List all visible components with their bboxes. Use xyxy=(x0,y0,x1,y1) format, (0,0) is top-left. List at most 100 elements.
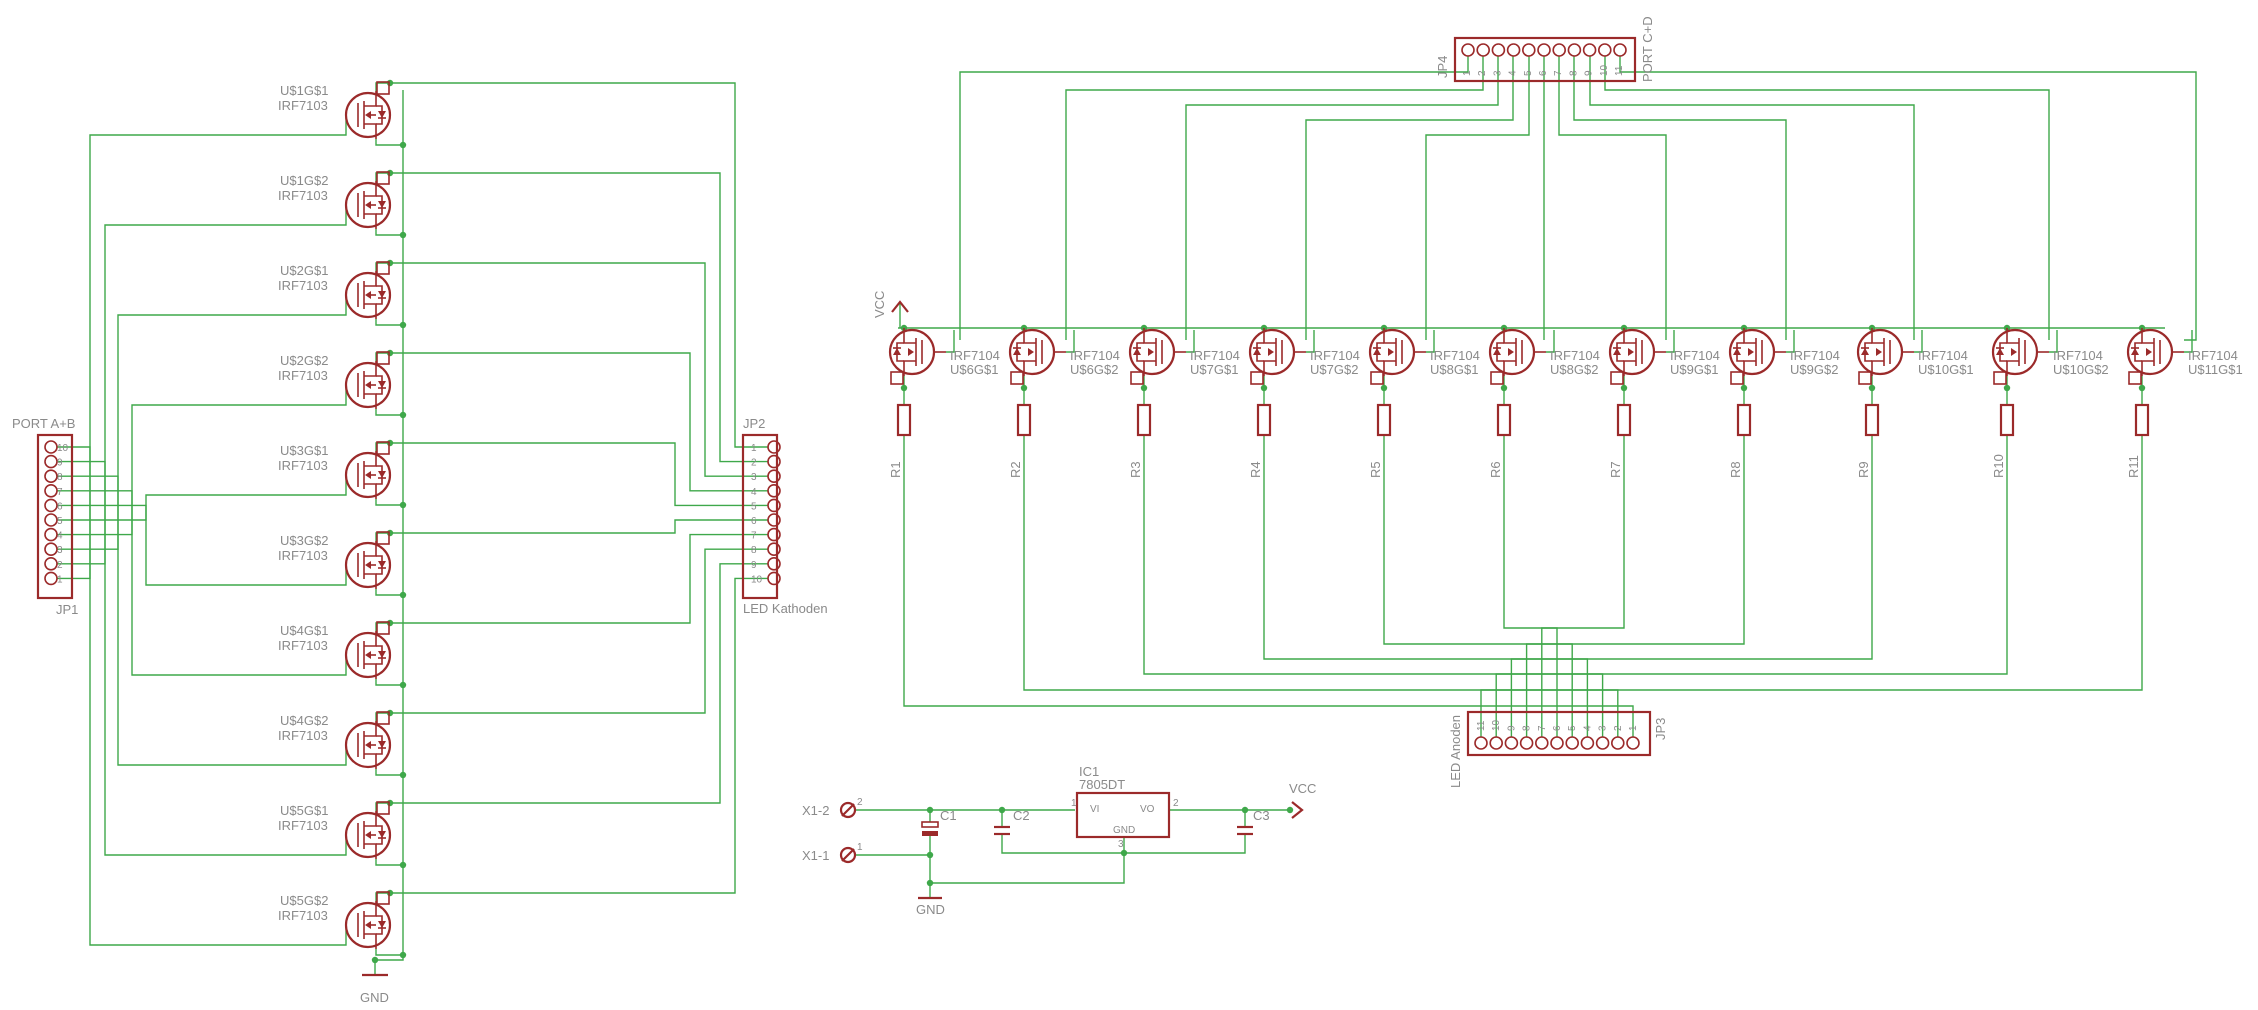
nmos-left-value: IRF7103 xyxy=(278,98,328,113)
nmos-left-value: IRF7103 xyxy=(278,548,328,563)
anode-net-wire xyxy=(1495,435,2008,737)
pmos-top-value: IRF7104 xyxy=(1550,348,1600,363)
gate-stub-wire xyxy=(1066,330,1075,353)
source-wire xyxy=(375,949,403,956)
jp1-pin-number: 5 xyxy=(57,516,63,527)
jp1-pin-number: 8 xyxy=(57,472,63,483)
nmos-left-name: U$1G$1 xyxy=(280,83,328,98)
jp1-name-label: JP1 xyxy=(56,602,78,617)
jp4-pin-number: 11 xyxy=(1614,65,1625,76)
jp2-name-label: JP2 xyxy=(743,416,765,431)
ic1-pin-gnd: 3 xyxy=(1118,839,1124,850)
resistor-label: R5 xyxy=(1368,461,1383,478)
junction-dot xyxy=(371,956,379,964)
c1-plate-bottom xyxy=(922,831,938,836)
anode-net-wire xyxy=(1541,435,1625,737)
jp3-pin xyxy=(1550,736,1564,750)
nmos-left-value: IRF7103 xyxy=(278,818,328,833)
nmos-left-value: IRF7103 xyxy=(278,278,328,293)
c3-bottom-wire xyxy=(1124,834,1246,854)
pmos-transistor-top xyxy=(1728,328,1786,385)
drain-wire xyxy=(375,352,390,361)
pmos-top-name: U$8G$1 xyxy=(1430,362,1478,377)
source-wire xyxy=(375,139,403,146)
gnd-label-left: GND xyxy=(360,990,389,1005)
jp3-pin xyxy=(1504,736,1519,750)
nmos-left-name: U$5G$2 xyxy=(280,893,328,908)
vcc-label-out: VCC xyxy=(1289,781,1316,796)
source-wire xyxy=(375,319,403,326)
gate-stub-wire xyxy=(2184,330,2193,353)
gnd-label-supply: GND xyxy=(916,902,945,917)
pmos-top-name: U$11G$1 xyxy=(2188,362,2243,377)
jp2-pin-number: 10 xyxy=(751,574,763,585)
jp2-pin xyxy=(767,498,781,513)
anode-net-wire xyxy=(1263,435,1589,737)
jp4-pin-number: 2 xyxy=(1477,70,1488,76)
junction-dot xyxy=(399,501,407,509)
nmos-transistor-left xyxy=(344,531,392,589)
gate-net-wire xyxy=(57,115,347,580)
kathode-net-wire xyxy=(390,533,768,624)
resistor-label: R11 xyxy=(2126,455,2141,478)
resistor-label: R8 xyxy=(1728,461,1743,478)
pmos-transistor-top xyxy=(1368,328,1426,385)
jp3-pin-number: 10 xyxy=(1491,719,1502,731)
vcc-label: VCC xyxy=(872,291,887,318)
kathode-net-wire xyxy=(390,563,768,804)
ic1-pin-in: 1 xyxy=(1071,798,1077,809)
nmos-left-value: IRF7103 xyxy=(278,368,328,383)
jp3-pin xyxy=(1565,736,1579,750)
nmos-transistor-left xyxy=(344,711,392,769)
resistor xyxy=(1616,403,1632,437)
gate-net-wire xyxy=(57,205,347,565)
jp3-pin-number: 5 xyxy=(1567,725,1578,731)
pmos-top-value: IRF7104 xyxy=(2053,348,2103,363)
source-wire xyxy=(375,499,403,506)
jp4-pin xyxy=(1582,43,1597,57)
anode-net-wire xyxy=(1023,435,1619,737)
pmos-top-value: IRF7104 xyxy=(2188,348,2238,363)
nmos-left-name: U$4G$2 xyxy=(280,713,328,728)
jp1-pin xyxy=(44,440,58,454)
kathode-net-wire xyxy=(390,519,768,534)
jp1-pin-number: 7 xyxy=(57,487,63,498)
gate-net-wire xyxy=(57,446,347,946)
gate-net-wire xyxy=(57,475,347,766)
jp1-pin xyxy=(44,556,58,571)
source-wire xyxy=(375,859,403,866)
nmos-left-name: U$4G$1 xyxy=(280,623,328,638)
resistor-label: R3 xyxy=(1128,461,1143,478)
nmos-transistor-left xyxy=(344,351,392,409)
nmos-transistor-left xyxy=(344,801,392,859)
jp4-name-label: JP4 xyxy=(1435,56,1450,78)
jp2-pin xyxy=(767,454,781,469)
x1-1-pin-number: 1 xyxy=(857,842,863,853)
pmos-top-value: IRF7104 xyxy=(1430,348,1480,363)
resistor-label: R6 xyxy=(1488,461,1503,478)
gate-net-wire xyxy=(57,504,347,586)
jp2-pin-number: 1 xyxy=(751,443,757,454)
jp3-pin xyxy=(1474,736,1488,750)
junction-dot xyxy=(399,321,407,329)
resistor xyxy=(1496,403,1512,437)
junction-dot xyxy=(399,861,407,869)
kathode-net-wire xyxy=(390,82,768,448)
pmos-top-name: U$7G$2 xyxy=(1310,362,1358,377)
jp2-pin xyxy=(767,556,781,571)
resistor-label: R9 xyxy=(1856,461,1871,478)
jp3-pin-number: 11 xyxy=(1476,720,1487,731)
nmos-left-name: U$2G$1 xyxy=(280,263,328,278)
pmos-top-name: U$6G$1 xyxy=(950,362,998,377)
x1-1-label: X1-1 xyxy=(802,848,829,863)
pmos-transistor-top xyxy=(1248,328,1306,385)
x1-1-terminal-slash xyxy=(841,848,855,862)
jp2-pin xyxy=(767,513,781,527)
jp4-pin xyxy=(1567,43,1582,57)
resistor xyxy=(2134,403,2150,437)
nmos-transistor-left xyxy=(344,621,392,679)
pmos-top-value: IRF7104 xyxy=(1790,348,1840,363)
jp4-pin-number: 4 xyxy=(1508,70,1519,76)
resistor xyxy=(1256,403,1272,437)
jp1-pin xyxy=(44,542,58,557)
